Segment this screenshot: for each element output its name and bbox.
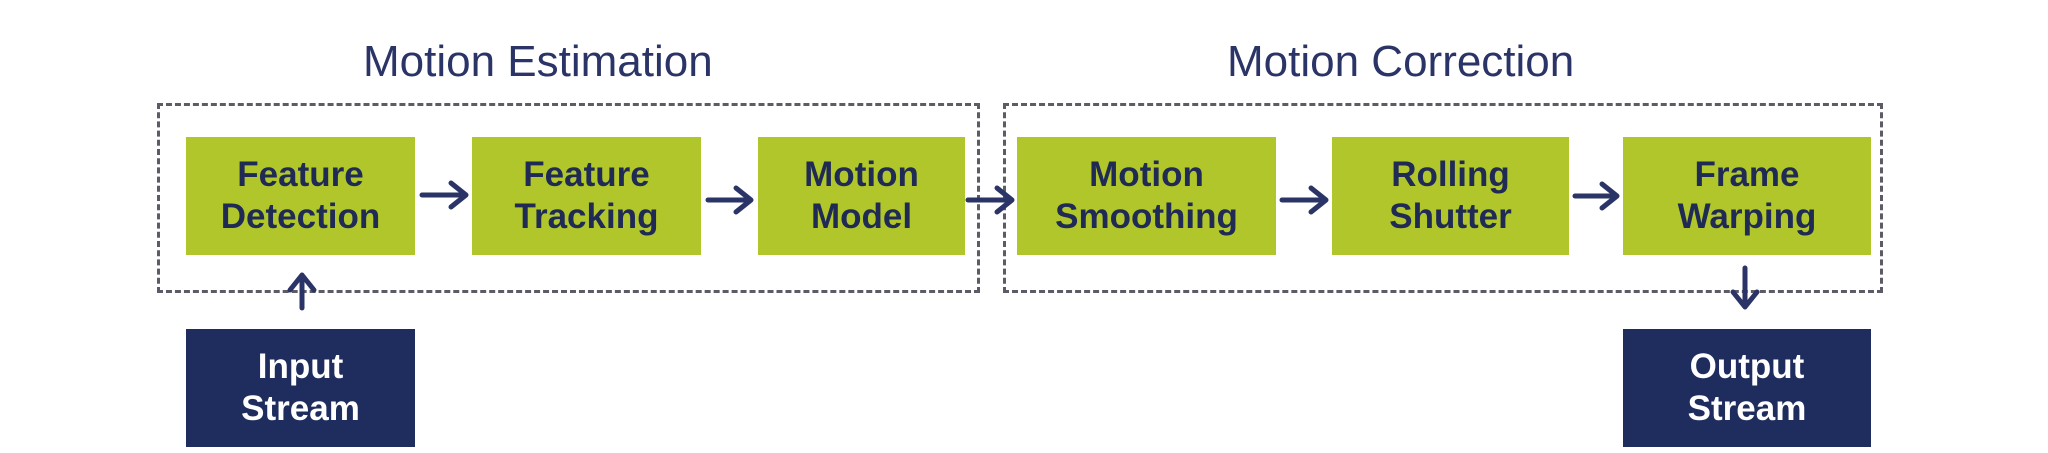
feature-tracking-label-line1: Feature	[523, 155, 650, 194]
arrow-warping-to-output	[1730, 265, 1760, 310]
rolling-shutter-label-line2: Shutter	[1389, 197, 1512, 236]
arrow-input-to-detection	[287, 272, 317, 311]
input-stream-label-line1: Input	[257, 347, 344, 386]
frame-warping-label-line2: Warping	[1677, 197, 1817, 236]
feature-tracking-label-line2: Tracking	[514, 197, 659, 236]
arrow-detection-to-tracking	[419, 180, 469, 210]
input-stream-box: Input Stream	[186, 329, 415, 447]
rolling-shutter-box: Rolling Shutter	[1332, 137, 1569, 255]
rolling-shutter-label-line1: Rolling	[1391, 155, 1510, 194]
arrow-shutter-to-warping	[1572, 181, 1620, 211]
motion-correction-title: Motion Correction	[1227, 37, 1575, 86]
arrow-smoothing-to-shutter	[1279, 185, 1329, 215]
input-stream-label-line2: Stream	[241, 389, 360, 428]
arrow-model-to-smoothing	[965, 185, 1015, 215]
motion-smoothing-label-line2: Smoothing	[1055, 197, 1238, 236]
feature-detection-label-line2: Detection	[220, 197, 381, 236]
motion-model-label-line2: Model	[810, 197, 913, 236]
motion-smoothing-box: Motion Smoothing	[1017, 137, 1276, 255]
frame-warping-label-line1: Frame	[1694, 155, 1800, 194]
output-stream-label-line2: Stream	[1687, 389, 1807, 428]
motion-estimation-title: Motion Estimation	[363, 37, 713, 86]
arrow-tracking-to-model	[705, 185, 754, 215]
output-stream-box: Output Stream	[1623, 329, 1871, 447]
frame-warping-box: Frame Warping	[1623, 137, 1871, 255]
output-stream-label-line1: Output	[1689, 347, 1805, 386]
feature-tracking-box: Feature Tracking	[472, 137, 701, 255]
feature-detection-label-line1: Feature	[237, 155, 364, 194]
feature-detection-box: Feature Detection	[186, 137, 415, 255]
motion-smoothing-label-line1: Motion	[1089, 155, 1204, 194]
motion-model-label-line1: Motion	[804, 155, 919, 194]
motion-model-box: Motion Model	[758, 137, 965, 255]
